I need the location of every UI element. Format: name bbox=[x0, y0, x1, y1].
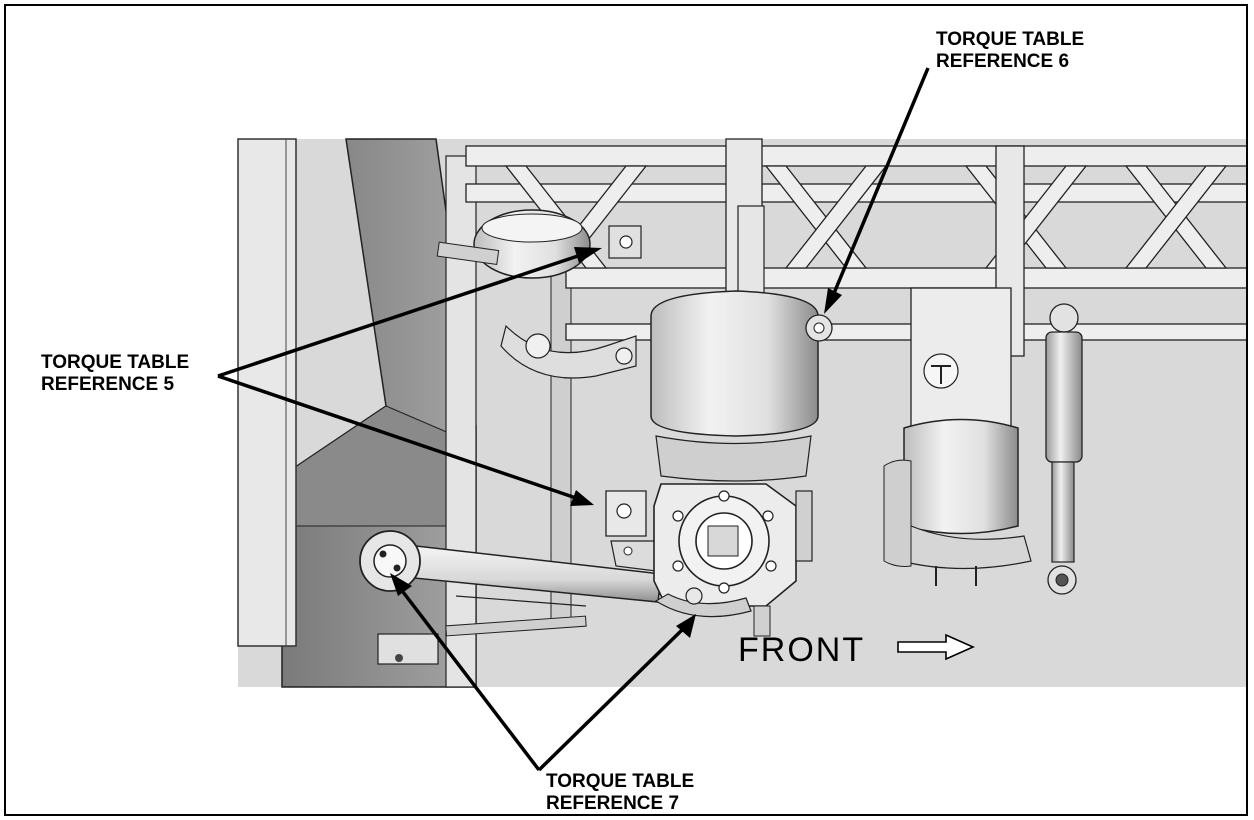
air-spring-main bbox=[650, 205, 833, 482]
suspension-illustration bbox=[217, 67, 1246, 772]
axle-hub bbox=[605, 483, 813, 637]
shock-absorber bbox=[1045, 303, 1083, 595]
label-reference-5: TORQUE TABLE REFERENCE 5 bbox=[41, 352, 190, 395]
air-spring-rear bbox=[883, 287, 1032, 586]
radius-arm bbox=[359, 530, 662, 665]
diagram-frame: TORQUE TABLE REFERENCE 6 TORQUE TABLE RE… bbox=[4, 4, 1248, 816]
label-reference-7: TORQUE TABLE REFERENCE 7 bbox=[546, 771, 695, 814]
front-direction-label: FRONT bbox=[738, 631, 866, 669]
label-reference-6: TORQUE TABLE REFERENCE 6 bbox=[936, 29, 1085, 72]
callout-arrows bbox=[217, 67, 930, 772]
front-arrow-icon bbox=[897, 633, 975, 661]
